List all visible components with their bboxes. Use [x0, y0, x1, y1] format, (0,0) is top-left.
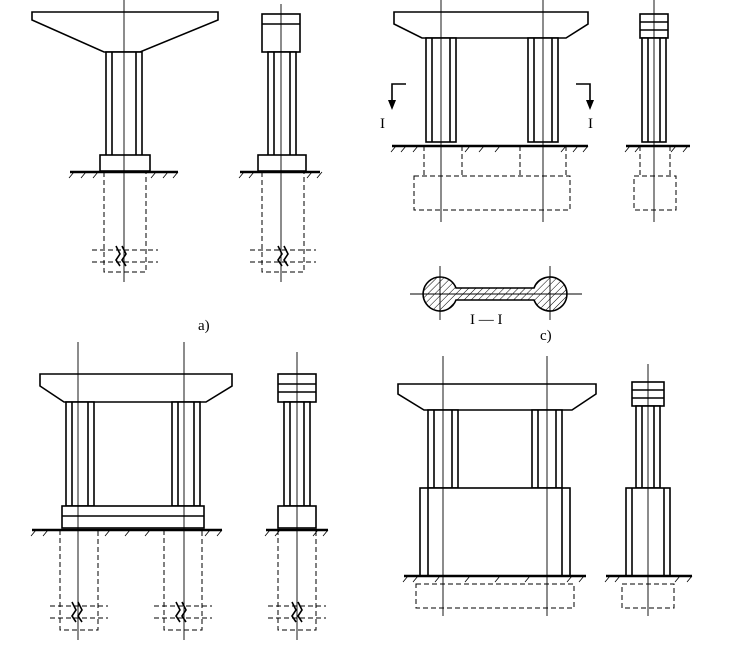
panel-b-side-view	[264, 352, 329, 640]
section-mark-left: I	[380, 116, 385, 132]
label-a: a)	[198, 318, 210, 334]
label-c: c)	[540, 328, 552, 344]
panel-b-front-view	[30, 342, 233, 640]
panel-d-front-view	[397, 356, 597, 616]
panel-a-side-view	[238, 4, 323, 282]
panel-c-side-view	[624, 0, 690, 222]
section-caption: I — I	[470, 312, 503, 328]
panel-d-side-view	[604, 364, 693, 616]
section-i-i-drawing	[410, 266, 582, 320]
panel-c-front-view	[388, 0, 594, 222]
section-mark-right: I	[588, 116, 593, 132]
panel-a-front-view	[31, 0, 219, 282]
